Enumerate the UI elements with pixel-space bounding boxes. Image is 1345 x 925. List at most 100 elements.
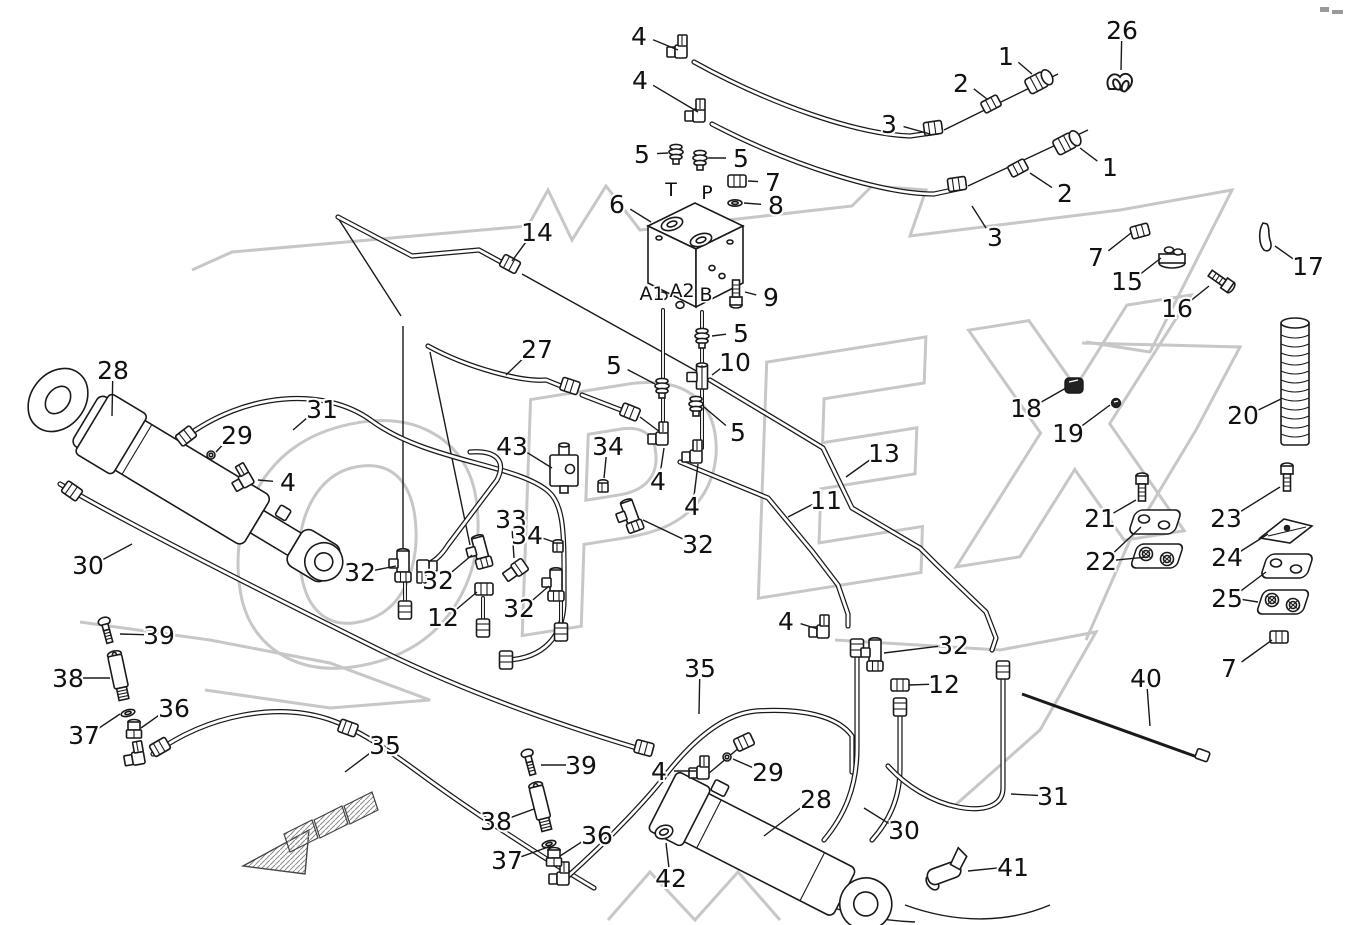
hoses-and-pipes — [57, 59, 1006, 891]
leader-line — [1039, 387, 1067, 404]
pipe-14 — [335, 214, 515, 271]
cylinder-upper — [27, 367, 344, 583]
callout-12: 12 — [908, 668, 962, 701]
callout-number: 6 — [609, 190, 625, 219]
callout-number: 32 — [503, 594, 535, 623]
callout-number: 35 — [369, 731, 401, 760]
callout-32: 32 — [342, 556, 397, 589]
part-12-nut — [474, 582, 494, 596]
callout-4: 4 — [630, 64, 699, 113]
leader-line — [967, 867, 999, 872]
hose-31-right-core — [886, 676, 1005, 811]
callout-number: 29 — [752, 758, 784, 787]
callout-2: 2 — [951, 67, 988, 100]
callout-number: 32 — [422, 566, 454, 595]
callout-31: 31 — [292, 393, 340, 431]
callout-number: 4 — [650, 467, 666, 496]
leader-line — [559, 839, 585, 857]
tube-nut — [397, 600, 413, 620]
callout-15: 15 — [1109, 257, 1162, 298]
callout-number: 10 — [719, 348, 751, 377]
part-7-nut — [727, 174, 747, 188]
leader-line — [1029, 172, 1053, 189]
callout-4: 4 — [257, 466, 298, 499]
leader-line — [1120, 40, 1123, 71]
pipe-13-core — [708, 378, 998, 652]
callout-34: 34 — [590, 430, 626, 479]
callout-number: 4 — [631, 22, 647, 51]
callout-5: 5 — [708, 142, 751, 175]
hose-3-upper — [691, 59, 941, 139]
leader-line — [257, 479, 274, 482]
callout-number: 9 — [763, 283, 779, 312]
callout-number: 5 — [606, 351, 622, 380]
port-label-a2: A2 — [669, 280, 694, 302]
callout-number: 29 — [221, 421, 253, 450]
part-22-clamp-half — [1129, 543, 1185, 569]
leader-line — [101, 543, 133, 561]
part-26-clip — [1106, 72, 1133, 94]
part-19-fitting — [1110, 397, 1122, 409]
leader-line — [215, 441, 226, 453]
callout-number: 4 — [651, 757, 667, 786]
leader-line — [1115, 556, 1148, 561]
leader-line — [1079, 147, 1098, 162]
part-17-wedge — [1258, 222, 1272, 252]
tube-nut — [498, 650, 514, 670]
part-4-elbow-fitting — [120, 739, 147, 768]
leader-line — [119, 633, 145, 636]
callout-32: 32 — [420, 554, 473, 597]
callout-number: 39 — [565, 751, 597, 780]
callout-number: 11 — [810, 486, 842, 515]
callout-41: 41 — [967, 851, 1031, 884]
callout-32: 32 — [642, 519, 716, 561]
leader-line — [652, 39, 679, 51]
leader-line — [454, 591, 478, 612]
part-16-bolt — [1205, 267, 1238, 295]
part-2-nut — [979, 93, 1003, 115]
leader-line — [1080, 404, 1111, 428]
callout-number: 12 — [928, 670, 960, 699]
callout-28: 28 — [763, 783, 834, 837]
callout-3: 3 — [971, 205, 1005, 254]
leader-line — [511, 239, 528, 262]
callout-number: 14 — [521, 218, 553, 247]
leader-line — [541, 537, 555, 543]
callout-number: 32 — [937, 631, 969, 660]
callout-30: 30 — [70, 543, 133, 582]
callout-number: 5 — [730, 418, 746, 447]
callout-7: 7 — [747, 166, 783, 199]
callout-number: 5 — [733, 319, 749, 348]
callout-3: 3 — [879, 108, 931, 141]
leader-line — [1017, 61, 1033, 75]
pipe-11-core — [678, 460, 850, 628]
cable-tie — [1021, 692, 1211, 763]
callout-number: 42 — [655, 864, 687, 893]
leader-line — [800, 622, 819, 630]
pipe-14-core — [336, 215, 514, 270]
callout-6: 6 — [607, 188, 652, 223]
leader-line — [971, 205, 987, 229]
leader-line — [510, 808, 535, 819]
leader-line — [292, 414, 311, 431]
callout-number: 39 — [143, 621, 175, 650]
callout-number: 5 — [733, 144, 749, 173]
leader-line — [603, 456, 607, 479]
leader-line — [111, 380, 114, 417]
callout-number: 38 — [52, 664, 84, 693]
background-watermark: OPEX — [79, 7, 1343, 923]
callout-4: 4 — [649, 755, 696, 788]
callout-number: 33 — [495, 505, 527, 534]
callout-38: 38 — [478, 805, 535, 838]
callout-14: 14 — [511, 216, 555, 262]
part-1-coupling — [1051, 128, 1085, 157]
watermark-text: OPEX — [197, 233, 1240, 754]
callout-number: 8 — [768, 191, 784, 220]
part-36-fitting — [125, 718, 143, 739]
callout-number: 36 — [158, 694, 190, 723]
leader-line — [787, 503, 813, 518]
part-5-plug — [692, 149, 708, 171]
hose-35-center-core — [564, 709, 854, 880]
